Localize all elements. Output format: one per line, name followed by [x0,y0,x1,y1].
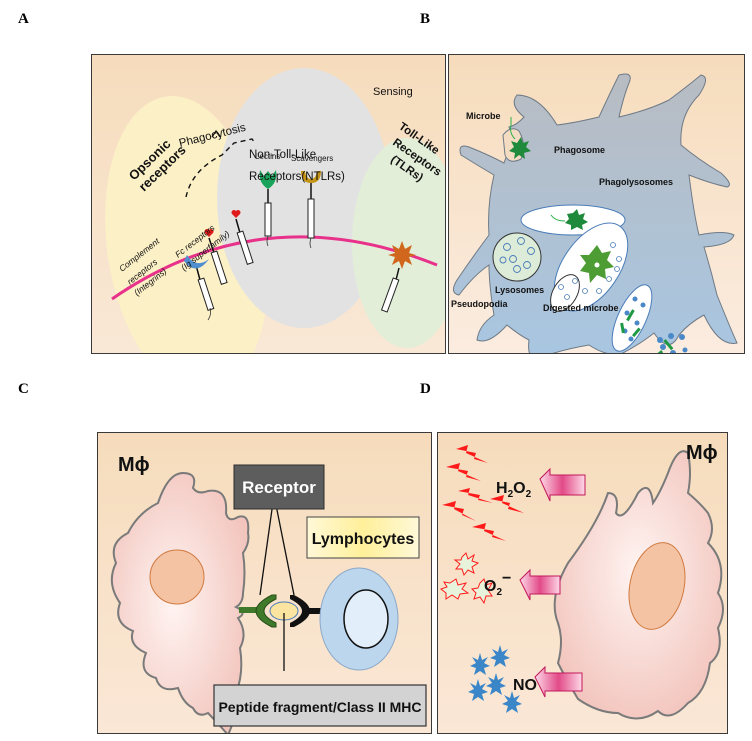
phagosome-microbe-icon [565,209,588,230]
nitric-oxide-label: NO [513,677,537,694]
lightning-icon [472,523,506,541]
ntlr-label-1: Non-Toll-Like [249,149,316,161]
superoxide-bursts [439,552,494,605]
lightning-icon [446,463,481,481]
panel-label-c: C [18,381,29,397]
receptor-line-right [273,494,295,596]
digested-vesicle [611,284,653,352]
lectin-shape-icon [259,170,277,189]
panel-label-a: A [18,11,29,27]
lymphocytes-box [306,516,420,559]
cup-shape-icon [301,171,321,183]
crescent-icon [184,255,209,269]
microbe-icon [509,137,531,159]
burst-icon [439,578,470,600]
tlr-zone [352,138,445,348]
o2-arrow [519,568,561,601]
phagocytosis-caret-icon [211,129,221,138]
panel-c-antigen-presentation: Receptor Lymphocytes Peptide fragment/Cl… [97,432,432,734]
phagolysosome-granules [558,242,622,300]
lectin-receptor [259,170,277,247]
lysosome-granules [499,237,535,273]
star-icon [470,653,490,675]
superoxide-label: O2− [484,570,511,598]
star-icon [490,645,510,667]
macrophage-label: Mϕ [118,454,150,476]
fusing-lysosome [550,274,580,312]
phagolysosomes-label: Phagolysosomes [599,177,673,187]
burst-icon [470,578,494,605]
lysosomes-label: Lysosomes [495,285,544,295]
panel-label-d: D [420,381,431,397]
digested-fragments [620,296,646,342]
lightning-icon [490,495,524,513]
lectins-text: Lectins [255,152,280,161]
mhc-green-bracket [255,594,277,628]
h2o2-bolts [442,445,524,541]
receptor-line-left [259,494,275,596]
nitric-oxide-stars [468,645,522,713]
sun-ligand-icon [388,241,416,269]
cell-membrane [111,235,438,301]
peptide-box [213,684,427,727]
star-icon [502,691,522,713]
microbe-label: Microbe [466,111,501,121]
panel-b-phagocytosis: Microbe Phagosome Phagolysosomes Lysosom… [448,54,745,354]
phagocytosis-dashed-line [185,138,256,198]
fc-receptor-2 [231,210,254,265]
ntlr-label-2: Receptors(NTLRs) [249,171,345,183]
lysosome [492,232,542,282]
burst-icon [453,552,480,577]
star-icon [468,679,488,701]
macrophage-nucleus [149,549,205,605]
h2o2-arrow [539,467,586,502]
heart-icon [204,229,214,237]
macrophage-nucleus [628,542,686,630]
microbe-flagellum [510,117,516,140]
tcr-black-bracket [290,595,310,627]
receptor-box [233,464,325,510]
ntlr-zone [217,68,391,328]
phagosome-label: Phagosome [554,145,605,155]
lymphocytes-label: Lymphocytes [312,531,415,548]
scavengers-text: Scavengers [291,154,333,163]
complement-receptor [184,255,215,321]
receptor-label: Receptor [242,478,316,497]
pseudopodia-label: Pseudopodia [451,299,508,309]
digested-microbe-label: Digested microbe [543,303,619,313]
heart-icon [231,210,241,218]
fc-receptor-1 [204,229,228,285]
peptide-label: Peptide fragment/Class II MHC [218,699,421,715]
toll-like-receptor [380,241,416,313]
sensing-label: Sensing [373,86,413,98]
mhc-receptor-complex [239,594,324,628]
expelled-debris [653,333,688,353]
scavenger-receptor [301,171,321,249]
lymphocyte-nucleus [343,589,389,649]
panel-label-b: B [420,11,431,27]
star-icon [486,673,506,695]
panel-a-receptors: Phagocytosis Opsonic receptors Complemen… [91,54,446,354]
lightning-icon [456,445,488,463]
no-arrow [534,665,583,698]
h2o2-label: H2O2 [496,480,532,500]
panel-d-reactive-species: H2O2 O2− NO Mϕ [437,432,728,734]
macrophage-label: Mϕ [686,442,718,464]
lightning-icon [458,488,493,503]
lightning-icon [442,501,476,521]
